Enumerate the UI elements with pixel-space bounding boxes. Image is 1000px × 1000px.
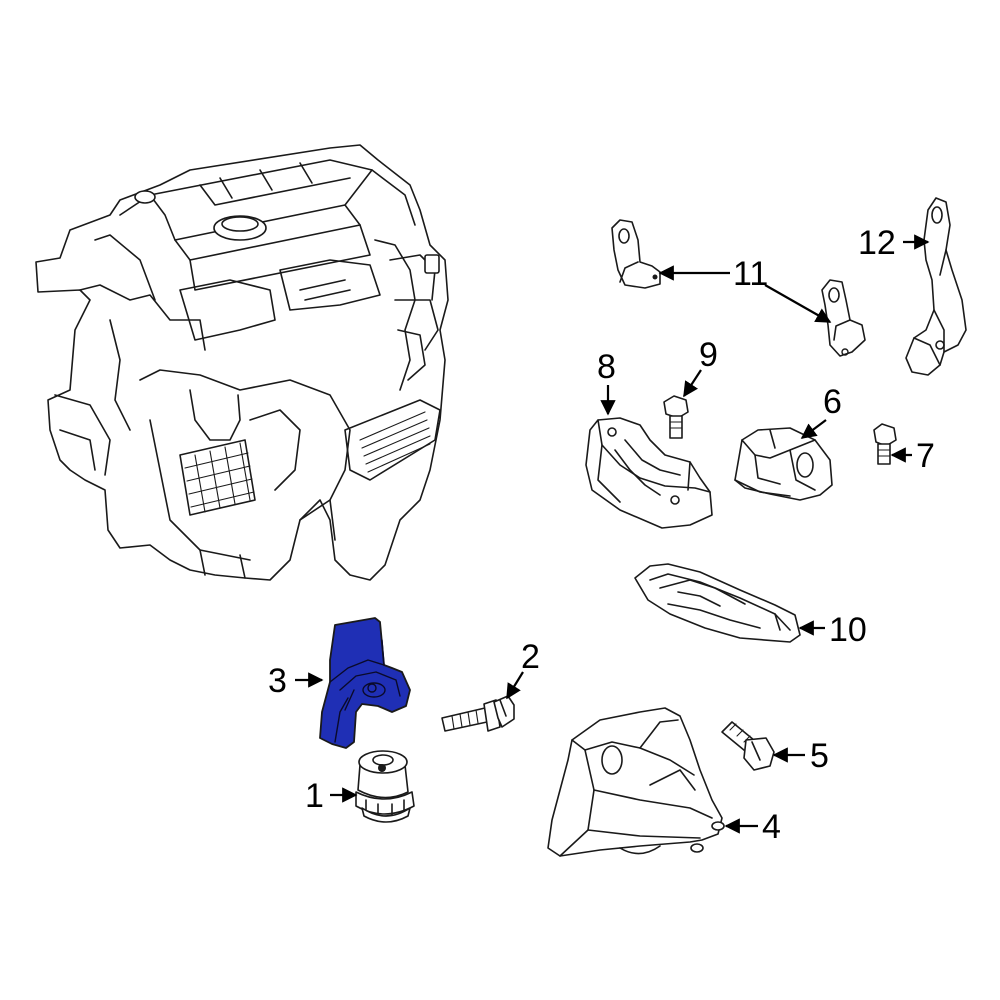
- part-12-bracket[interactable]: [905, 197, 967, 376]
- callout-labels: 1 2 3 4 5 6 7 8 9 10 11 12: [268, 224, 935, 846]
- part-2-bolt[interactable]: [441, 695, 515, 732]
- callout-4: 4: [762, 808, 781, 846]
- part-5-bolt[interactable]: [721, 721, 775, 771]
- leader-9: [683, 369, 702, 398]
- leader-2: [506, 671, 524, 700]
- part-10-pad[interactable]: [634, 563, 801, 643]
- callout-12: 12: [858, 224, 896, 262]
- callout-2: 2: [521, 638, 540, 676]
- part-8-bracket[interactable]: [585, 417, 713, 529]
- callout-11: 11: [733, 255, 768, 293]
- callout-3: 3: [268, 662, 287, 700]
- callout-10: 10: [829, 611, 867, 649]
- part-6-mount[interactable]: [734, 427, 833, 501]
- leader-11b: [764, 284, 832, 323]
- part-3-body: [319, 617, 411, 749]
- part-3-engine-mount-bracket[interactable]: [319, 617, 411, 749]
- callout-7: 7: [916, 437, 935, 475]
- callout-8: 8: [597, 348, 616, 386]
- leader-6: [800, 419, 827, 439]
- callout-9: 9: [699, 336, 718, 374]
- callout-1: 1: [305, 777, 324, 815]
- callout-6: 6: [823, 383, 842, 421]
- callout-5: 5: [810, 737, 829, 775]
- part-9-bolt[interactable]: [663, 395, 689, 439]
- engine-assembly: [35, 144, 449, 581]
- part-4-support-bracket[interactable]: [547, 707, 725, 857]
- part-1-mount-insulator[interactable]: [355, 750, 415, 823]
- part-7-bolt[interactable]: [873, 423, 897, 465]
- callout-leaders: [295, 234, 930, 834]
